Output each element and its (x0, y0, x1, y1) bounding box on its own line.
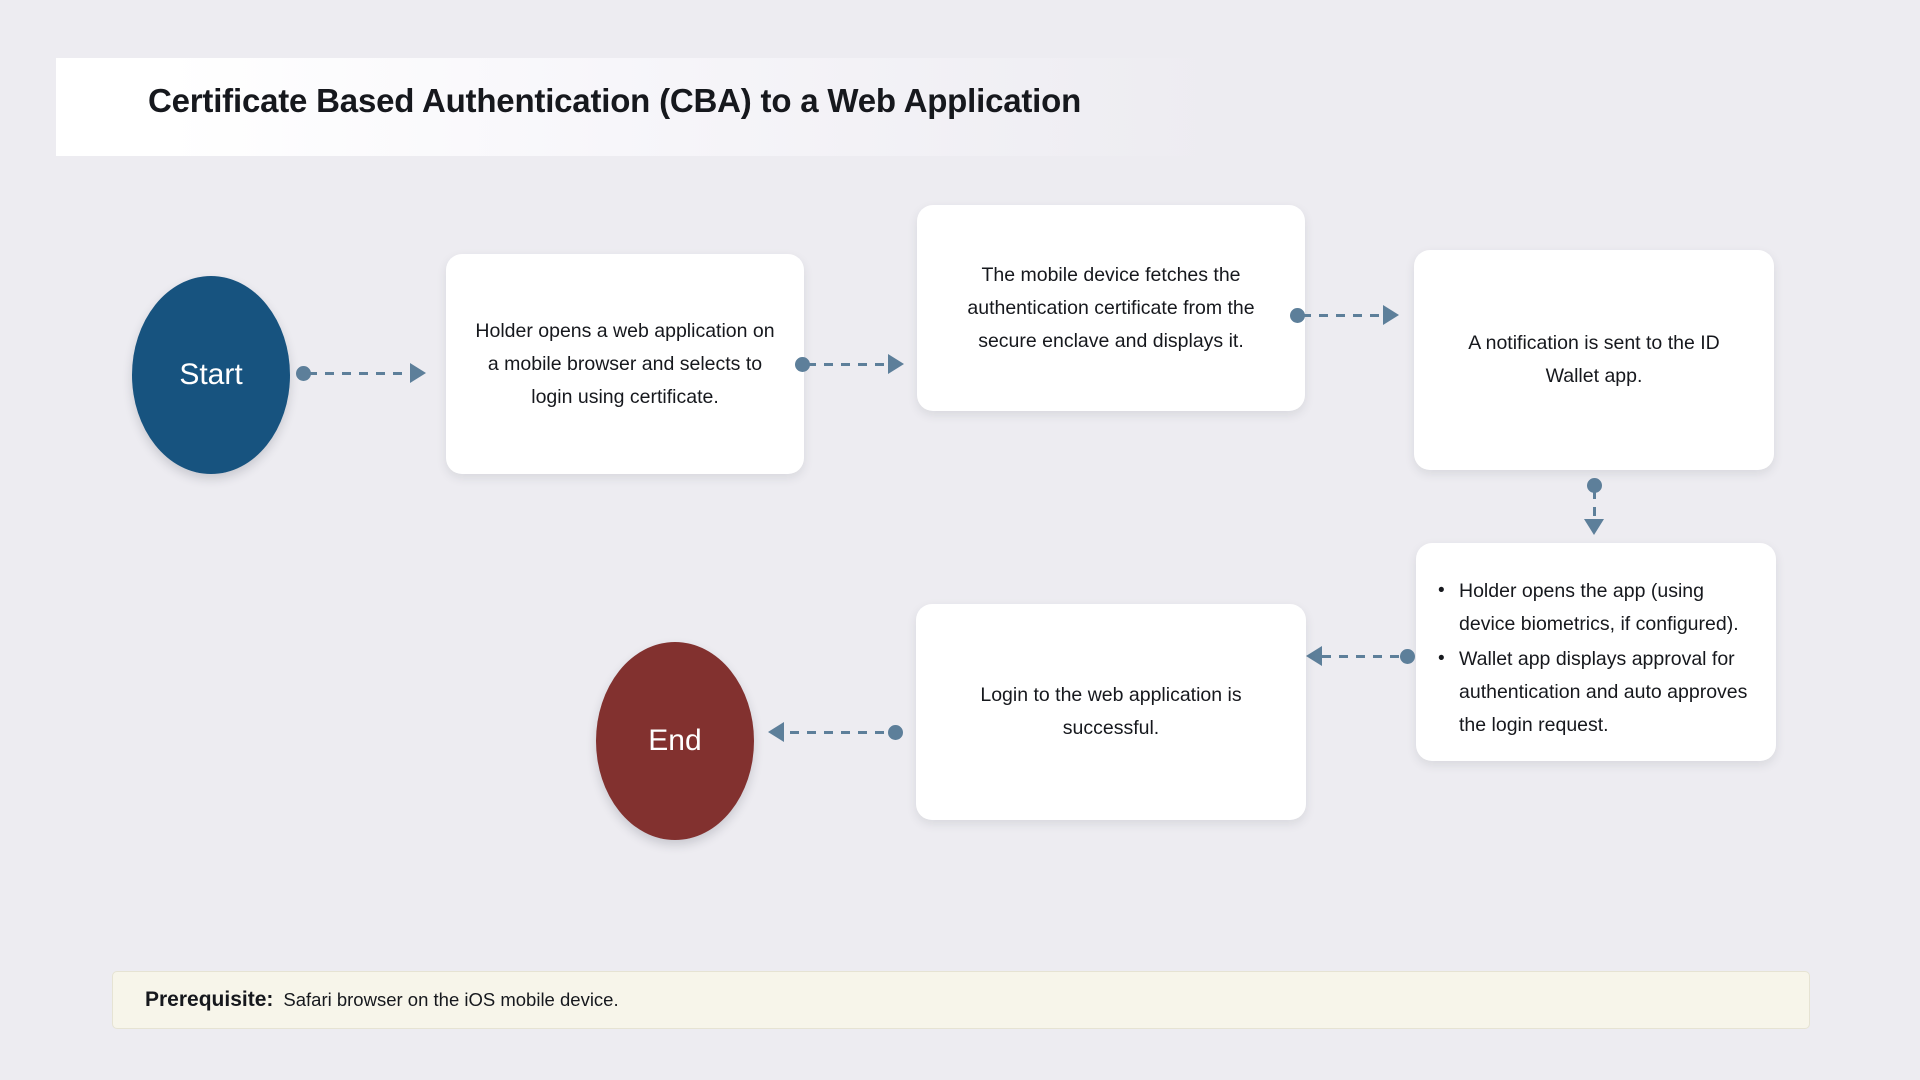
connector-step4-arrowhead-icon (1306, 646, 1322, 666)
flow-card-step-5[interactable]: Login to the web application is successf… (916, 604, 1306, 838)
connector-step1-line (807, 363, 895, 366)
flow-node-end[interactable]: End (596, 642, 754, 840)
connector-step2-line (1302, 314, 1388, 317)
card-foot-bar (917, 405, 1305, 429)
connector-start-line (308, 372, 418, 375)
list-item: Wallet app displays approval for authent… (1438, 642, 1762, 742)
connector-step2-arrowhead-icon (1383, 305, 1399, 325)
flow-card-step-5-text: Login to the web application is successf… (980, 684, 1242, 739)
card-foot-bar (916, 814, 1306, 838)
flow-card-step-3-text: A notification is sent to the ID Wallet … (1468, 332, 1720, 387)
title-banner (56, 58, 1920, 156)
flow-card-step-4[interactable]: Holder opens the app (using device biome… (1416, 543, 1776, 779)
connector-step3-line (1593, 490, 1596, 526)
connector-start-dot (296, 366, 311, 381)
end-node-label: End (648, 724, 702, 757)
flow-node-start[interactable]: Start (132, 276, 290, 474)
prerequisite-label: Prerequisite: (145, 988, 274, 1011)
connector-step2-dot (1290, 308, 1305, 323)
connector-step4-dot (1400, 649, 1415, 664)
connector-step5-arrowhead-icon (768, 722, 784, 742)
flow-card-step-3[interactable]: A notification is sent to the ID Wallet … (1414, 250, 1774, 488)
flow-card-step-4-list: Holder opens the app (using device biome… (1416, 543, 1776, 744)
card-foot-bar (446, 468, 804, 492)
list-item: Holder opens the app (using device biome… (1438, 574, 1762, 641)
connector-step3-arrowhead-icon (1584, 519, 1604, 535)
start-node-label: Start (179, 358, 243, 391)
flow-card-step-1[interactable]: Holder opens a web application on a mobi… (446, 254, 804, 492)
connector-step5-line (790, 731, 894, 734)
connector-step3-dot (1587, 478, 1602, 493)
connector-start-arrowhead-icon (410, 363, 426, 383)
flow-card-step-2[interactable]: The mobile device fetches the authentica… (917, 205, 1305, 429)
prerequisite-banner: Prerequisite: Safari browser on the iOS … (112, 971, 1810, 1029)
connector-step4-line (1322, 655, 1406, 658)
flow-card-step-1-text: Holder opens a web application on a mobi… (475, 319, 775, 408)
prerequisite-value: Safari browser on the iOS mobile device. (283, 989, 619, 1010)
connector-step1-arrowhead-icon (888, 354, 904, 374)
page-title: Certificate Based Authentication (CBA) t… (148, 82, 1082, 119)
connector-step5-dot (888, 725, 903, 740)
flow-card-step-2-text: The mobile device fetches the authentica… (967, 263, 1255, 352)
connector-step1-dot (795, 357, 810, 372)
card-foot-bar (1416, 755, 1776, 779)
